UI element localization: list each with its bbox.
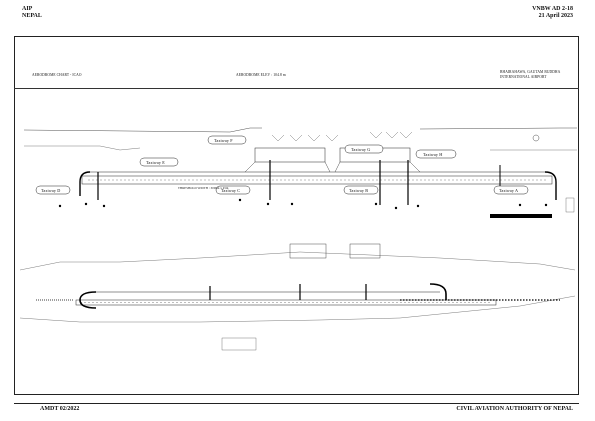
amendment-number: AMDT 02/2022 <box>40 406 80 412</box>
chart-title: AERODROME CHART - ICAO <box>32 73 82 77</box>
title-rule <box>14 88 579 89</box>
runway-label: THRESHOLD WIDTH : 3000m x 45m <box>178 186 229 190</box>
taxiway-c-label: Taxiway C <box>221 188 241 193</box>
footer-rule <box>14 403 579 404</box>
lower-site-plan <box>19 243 576 351</box>
chart-frame <box>14 36 579 395</box>
taxiway-h-label: Taxiway H <box>423 152 443 157</box>
aip-label: AIP <box>22 6 33 12</box>
aerodrome-elevation: AERODROME ELEV : 104.8 m <box>236 73 286 77</box>
authority-name: CIVIL AVIATION AUTHORITY OF NEPAL <box>456 406 573 412</box>
page-ref: VNBW AD 2-18 <box>532 6 573 12</box>
airport-name-line2: INTERNATIONAL AIRPORT <box>500 75 547 79</box>
taxiway-label-boxes <box>35 135 529 195</box>
effective-date: 21 April 2023 <box>538 13 573 19</box>
taxiway-g-label: Taxiway G <box>351 147 371 152</box>
taxiway-a-label: Taxiway A <box>499 188 519 193</box>
taxiway-b-label: Taxiway B <box>349 188 369 193</box>
taxiway-f-label: Taxiway F <box>214 138 233 143</box>
taxiway-d-label: Taxiway D <box>41 188 61 193</box>
airport-name-line1: BHAIRAHAWA, GAUTAM BUDDHA <box>500 70 561 74</box>
country-label: NEPAL <box>22 13 42 19</box>
taxiway-e-label: Taxiway E <box>146 160 165 165</box>
upper-apron-view <box>23 127 577 218</box>
